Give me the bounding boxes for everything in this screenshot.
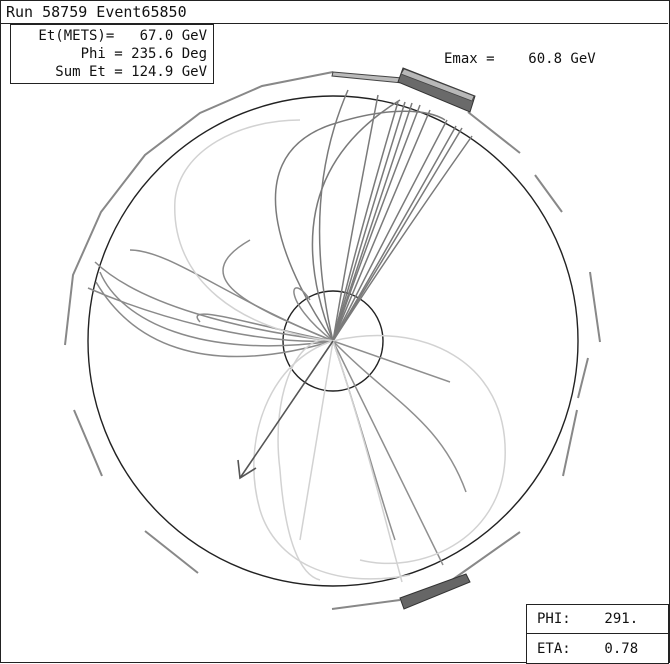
cursor-coordinates-box: PHI: 291. ETA: 0.78 bbox=[526, 604, 669, 664]
track bbox=[332, 340, 451, 383]
missing-et-arrow bbox=[237, 340, 334, 480]
low-momentum-loops bbox=[174, 119, 506, 583]
left-tracks bbox=[87, 239, 334, 358]
sum-et-value: Sum Et = 124.9 GeV bbox=[55, 64, 207, 80]
track bbox=[332, 101, 406, 342]
track bbox=[293, 287, 334, 342]
tower-small bbox=[331, 71, 403, 84]
track bbox=[332, 104, 421, 342]
track bbox=[311, 99, 401, 342]
lower-right-tracks bbox=[332, 340, 467, 566]
muon-chamber-segment bbox=[589, 271, 601, 343]
track bbox=[174, 119, 334, 342]
muon-chamber-ring bbox=[64, 71, 601, 610]
tower-large-cap bbox=[400, 68, 475, 102]
track bbox=[332, 127, 463, 342]
track bbox=[94, 261, 334, 342]
cursor-eta: ETA: 0.78 bbox=[537, 641, 639, 657]
run-event-label: Run 58759 Event65850 bbox=[6, 3, 187, 21]
track bbox=[277, 338, 334, 581]
arrow-head bbox=[237, 459, 257, 480]
phi-value: Phi = 235.6 Deg bbox=[80, 46, 207, 62]
track bbox=[332, 135, 473, 342]
track bbox=[129, 249, 334, 342]
track bbox=[87, 287, 334, 343]
track bbox=[332, 119, 448, 342]
track bbox=[196, 313, 334, 342]
track bbox=[332, 102, 413, 342]
title-bar: Run 58759 Event65850 bbox=[0, 0, 668, 24]
muon-chamber-segment bbox=[73, 409, 103, 477]
track bbox=[299, 340, 334, 541]
jet-tracks bbox=[274, 89, 473, 342]
track bbox=[253, 340, 411, 580]
track bbox=[318, 89, 349, 342]
track bbox=[332, 94, 379, 342]
missing-et-line bbox=[239, 340, 334, 479]
muon-chamber-segment bbox=[144, 530, 199, 574]
track bbox=[332, 340, 444, 566]
muon-chamber-arc-left bbox=[64, 71, 334, 346]
missing-et-value: Et(METS)= 67.0 GeV bbox=[38, 28, 207, 44]
track bbox=[332, 109, 431, 342]
track bbox=[95, 281, 334, 358]
track bbox=[274, 110, 446, 342]
tracker-boundary bbox=[282, 290, 384, 392]
track bbox=[332, 101, 399, 342]
track bbox=[332, 340, 467, 493]
particle-tracks bbox=[87, 89, 506, 583]
event-summary-box: Et(METS)= 67.0 GeV Phi = 235.6 Deg Sum E… bbox=[10, 24, 214, 84]
muon-chamber-segment bbox=[451, 531, 521, 581]
track bbox=[332, 334, 506, 565]
coord-divider bbox=[527, 633, 668, 634]
calorimeter-towers bbox=[331, 67, 476, 610]
muon-chamber-segment bbox=[562, 409, 578, 477]
muon-chamber-segment bbox=[534, 174, 563, 213]
tower-bottom bbox=[399, 573, 471, 610]
calorimeter-boundary bbox=[87, 95, 579, 587]
emax-label: Emax = 60.8 GeV bbox=[444, 51, 596, 67]
muon-chamber-segment bbox=[467, 111, 521, 154]
muon-chamber-segment bbox=[577, 357, 589, 399]
track bbox=[99, 271, 334, 347]
track bbox=[332, 340, 403, 583]
cursor-phi: PHI: 291. bbox=[537, 611, 639, 627]
muon-chamber-segment bbox=[331, 599, 401, 610]
